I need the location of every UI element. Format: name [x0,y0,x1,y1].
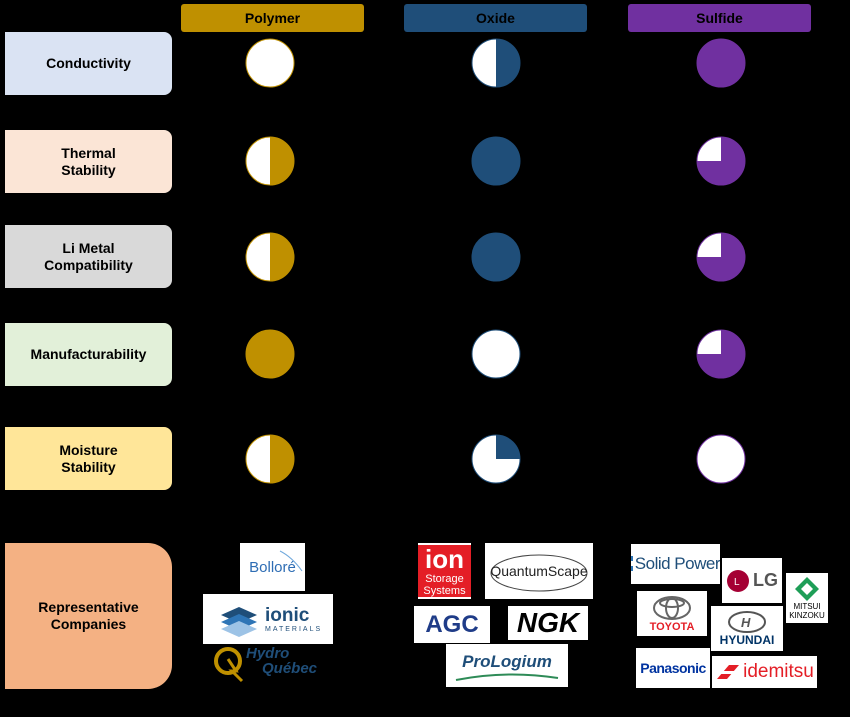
harvey-ball-fill [246,330,294,378]
logo-ion-storage-systems: ion Storage Systems [418,543,471,599]
harvey-ball-fill [697,39,745,87]
harvey-ball [471,136,521,186]
logo-hydro-quebec: Hydro Québec [212,645,324,683]
row-label-manufacturability: Manufacturability [5,323,172,386]
column-header-label: Polymer [244,10,301,26]
logo-mitsui-text-1: MITSUI [793,602,821,611]
logo-bollore: Bolloré [240,543,305,591]
harvey-ball [471,38,521,88]
svg-text:H: H [741,615,751,630]
harvey-ball-fill [697,330,745,378]
logo-toyota-text: TOYOTA [649,620,695,633]
harvey-ball-fill [697,233,745,281]
logo-agc-text: AGC [425,610,479,638]
harvey-ball [245,136,295,186]
logo-agc: AGC [414,606,490,643]
harvey-ball-fill [496,435,520,459]
lg-face-icon: L [727,569,749,592]
logo-prologium-text: ProLogium [462,651,552,671]
logo-solid-power: Solid Power [631,544,720,584]
logo-ionic-subtext: MATERIALS [265,625,323,633]
harvey-ball [471,329,521,379]
harvey-ball [245,329,295,379]
logo-bollore-text: Bolloré [249,558,296,576]
harvey-ball-fill [697,137,745,185]
ionic-stack-icon [221,607,257,637]
logo-lg-text: LG [753,570,778,590]
toyota-emblem-icon [653,595,691,620]
logo-toyota: TOYOTA [637,591,707,636]
prologium-swoosh-icon [455,673,559,681]
harvey-ball-fill [270,137,294,185]
harvey-ball [696,434,746,484]
logo-mitsui-text-2: KINZOKU [789,611,825,620]
logo-prologium: ProLogium [446,644,568,687]
solid-power-grid-icon [631,556,633,571]
logo-quantumscape: QuantumScape [485,543,593,599]
logo-hydro-text-1: Hydro [246,645,290,662]
row-label-text: Manufacturability [30,346,147,362]
column-header-sulfide: Sulfide [628,4,811,32]
harvey-ball [696,232,746,282]
harvey-ball-fill [270,435,294,483]
hyundai-emblem-icon: H [728,610,766,633]
idemitsu-wing-icon [717,665,740,679]
logo-ion-text: ion [418,545,471,573]
row-label-text: Conductivity [46,55,131,71]
logo-ionic-text: ionic [265,604,310,626]
harvey-ball-fill [472,233,520,281]
harvey-ball-fill [270,233,294,281]
hydro-q-icon [214,647,244,683]
harvey-ball [245,434,295,484]
logo-idemitsu-text: idemitsu [743,661,814,682]
column-header-oxide: Oxide [404,4,587,32]
row-label-conductivity: Conductivity [5,32,172,95]
logo-hydro-text-2: Québec [262,660,318,677]
mitsui-diamond-icon [795,577,819,601]
column-header-label: Oxide [476,10,515,26]
logo-ion-sub-2: Systems [418,585,471,597]
logo-ion-sub-1: Storage [418,573,471,585]
bollore-swoosh-icon [279,550,303,572]
harvey-ball [696,329,746,379]
harvey-ball [471,232,521,282]
logo-quantumscape-text: QuantumScape [490,563,588,579]
harvey-ball-outline [696,434,746,484]
column-header-polymer: Polymer [181,4,364,32]
harvey-ball [696,38,746,88]
harvey-ball [471,434,521,484]
logo-ionic-materials: ionic MATERIALS [203,594,333,644]
harvey-ball [245,232,295,282]
logo-idemitsu: idemitsu [712,656,817,688]
logo-ngk-text: NGK [516,607,580,638]
logo-panasonic-text: Panasonic [640,660,706,676]
harvey-ball-outline [245,38,295,88]
logo-lg: L LG [722,558,782,603]
logo-hyundai: H HYUNDAI [711,606,783,651]
svg-text:L: L [734,577,740,588]
harvey-ball-outline [471,329,521,379]
harvey-ball [245,38,295,88]
column-header-label: Sulfide [696,10,743,26]
logo-panasonic: Panasonic [636,648,710,688]
harvey-ball-fill [496,39,520,87]
logo-solid-power-text: Solid Power [634,554,720,573]
harvey-ball-fill [472,137,520,185]
quantumscape-ellipse-icon [490,554,588,592]
logo-hyundai-text: HYUNDAI [719,632,775,647]
logo-ngk: NGK [508,606,588,640]
logo-mitsui-kinzoku: MITSUI KINZOKU [786,573,828,623]
harvey-ball [696,136,746,186]
